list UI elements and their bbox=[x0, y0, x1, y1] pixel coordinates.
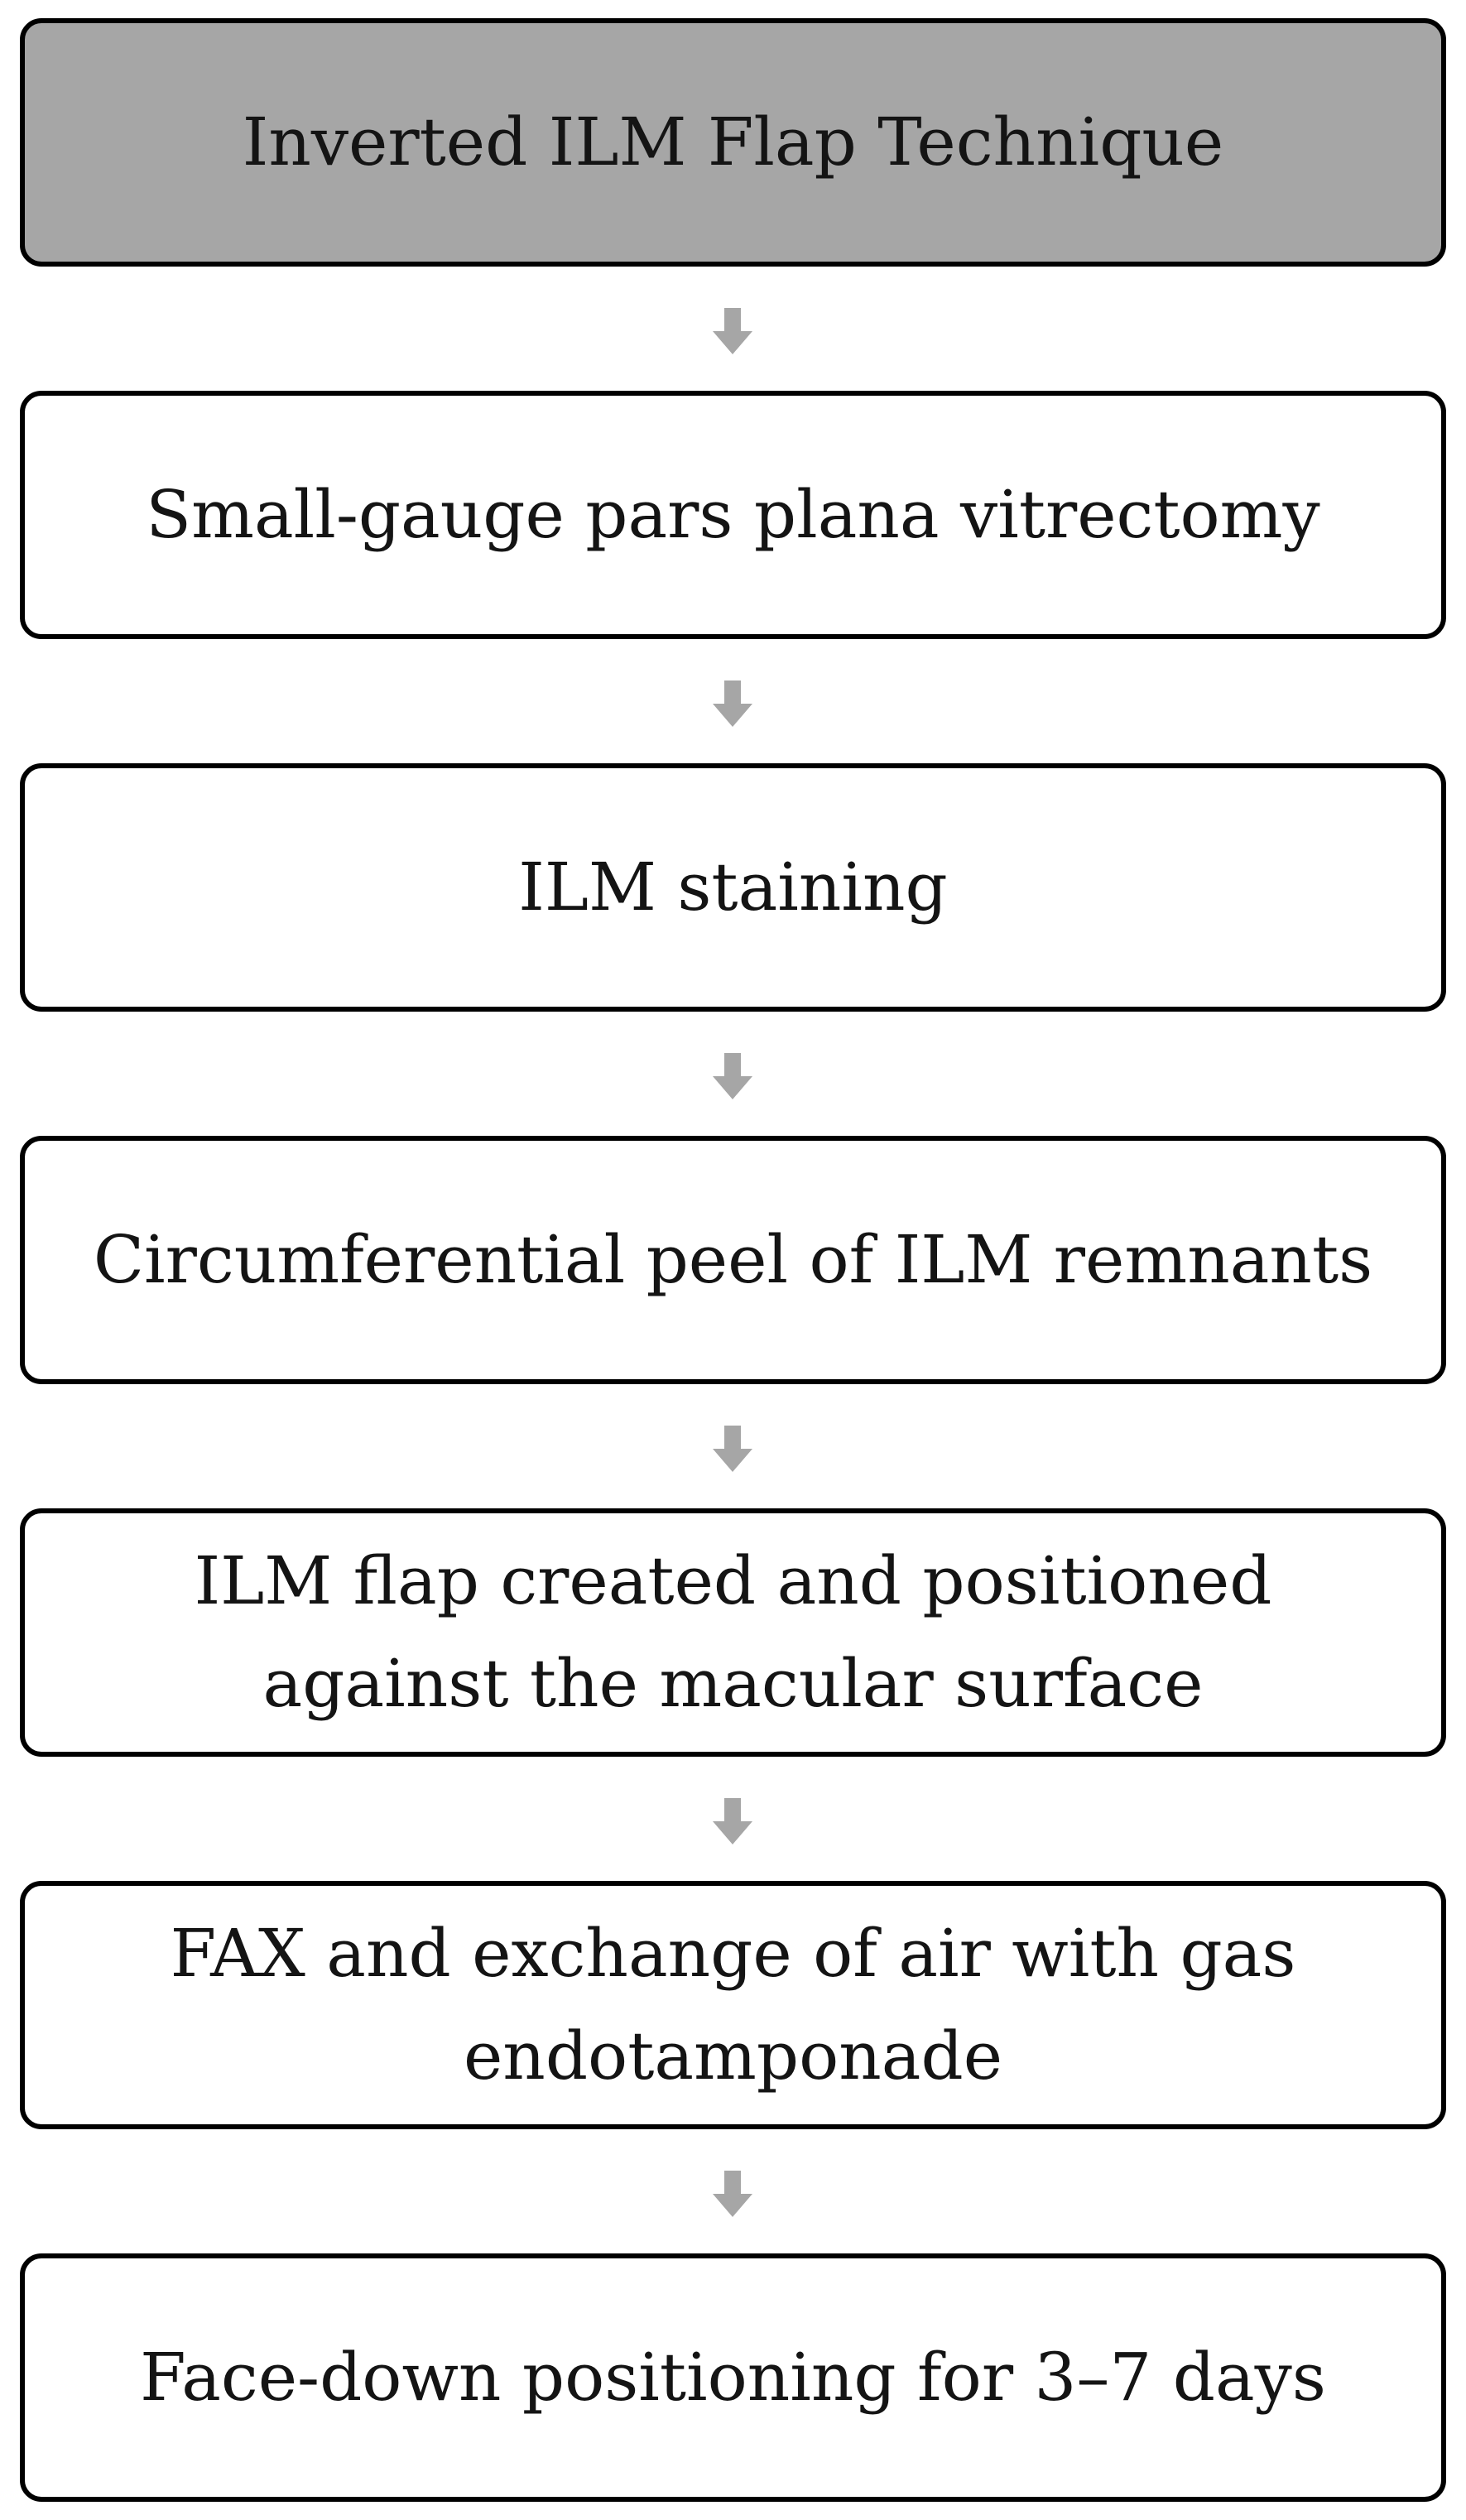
down-arrow-icon bbox=[713, 680, 752, 727]
step-box-vitrectomy: Small-gauge pars plana vitrectomy bbox=[20, 391, 1446, 639]
flowchart-title: Inverted ILM Flap Technique bbox=[242, 103, 1224, 180]
flowchart-title-box: Inverted ILM Flap Technique bbox=[20, 18, 1446, 267]
step-box-face-down: Face-down positioning for 3–7 days bbox=[20, 2253, 1446, 2502]
step-label: FAX and exchange of air with gas endotam… bbox=[170, 1915, 1296, 2094]
step-label: Face-down positioning for 3–7 days bbox=[140, 2339, 1326, 2416]
step-box-fax-exchange: FAX and exchange of air with gas endotam… bbox=[20, 1881, 1446, 2129]
step-box-ilm-staining: ILM staining bbox=[20, 763, 1446, 1012]
step-label: ILM staining bbox=[518, 849, 948, 926]
step-box-ilm-flap: ILM flap created and positioned against … bbox=[20, 1508, 1446, 1757]
down-arrow-icon bbox=[713, 1426, 752, 1472]
step-label: Circumferential peel of ILM remnants bbox=[93, 1221, 1373, 1298]
step-label: Small-gauge pars plana vitrectomy bbox=[146, 476, 1320, 553]
down-arrow-icon bbox=[713, 2171, 752, 2217]
step-box-circumferential-peel: Circumferential peel of ILM remnants bbox=[20, 1136, 1446, 1384]
step-label: ILM flap created and positioned against … bbox=[194, 1542, 1272, 1722]
down-arrow-icon bbox=[713, 308, 752, 354]
down-arrow-icon bbox=[713, 1053, 752, 1099]
down-arrow-icon bbox=[713, 1798, 752, 1844]
